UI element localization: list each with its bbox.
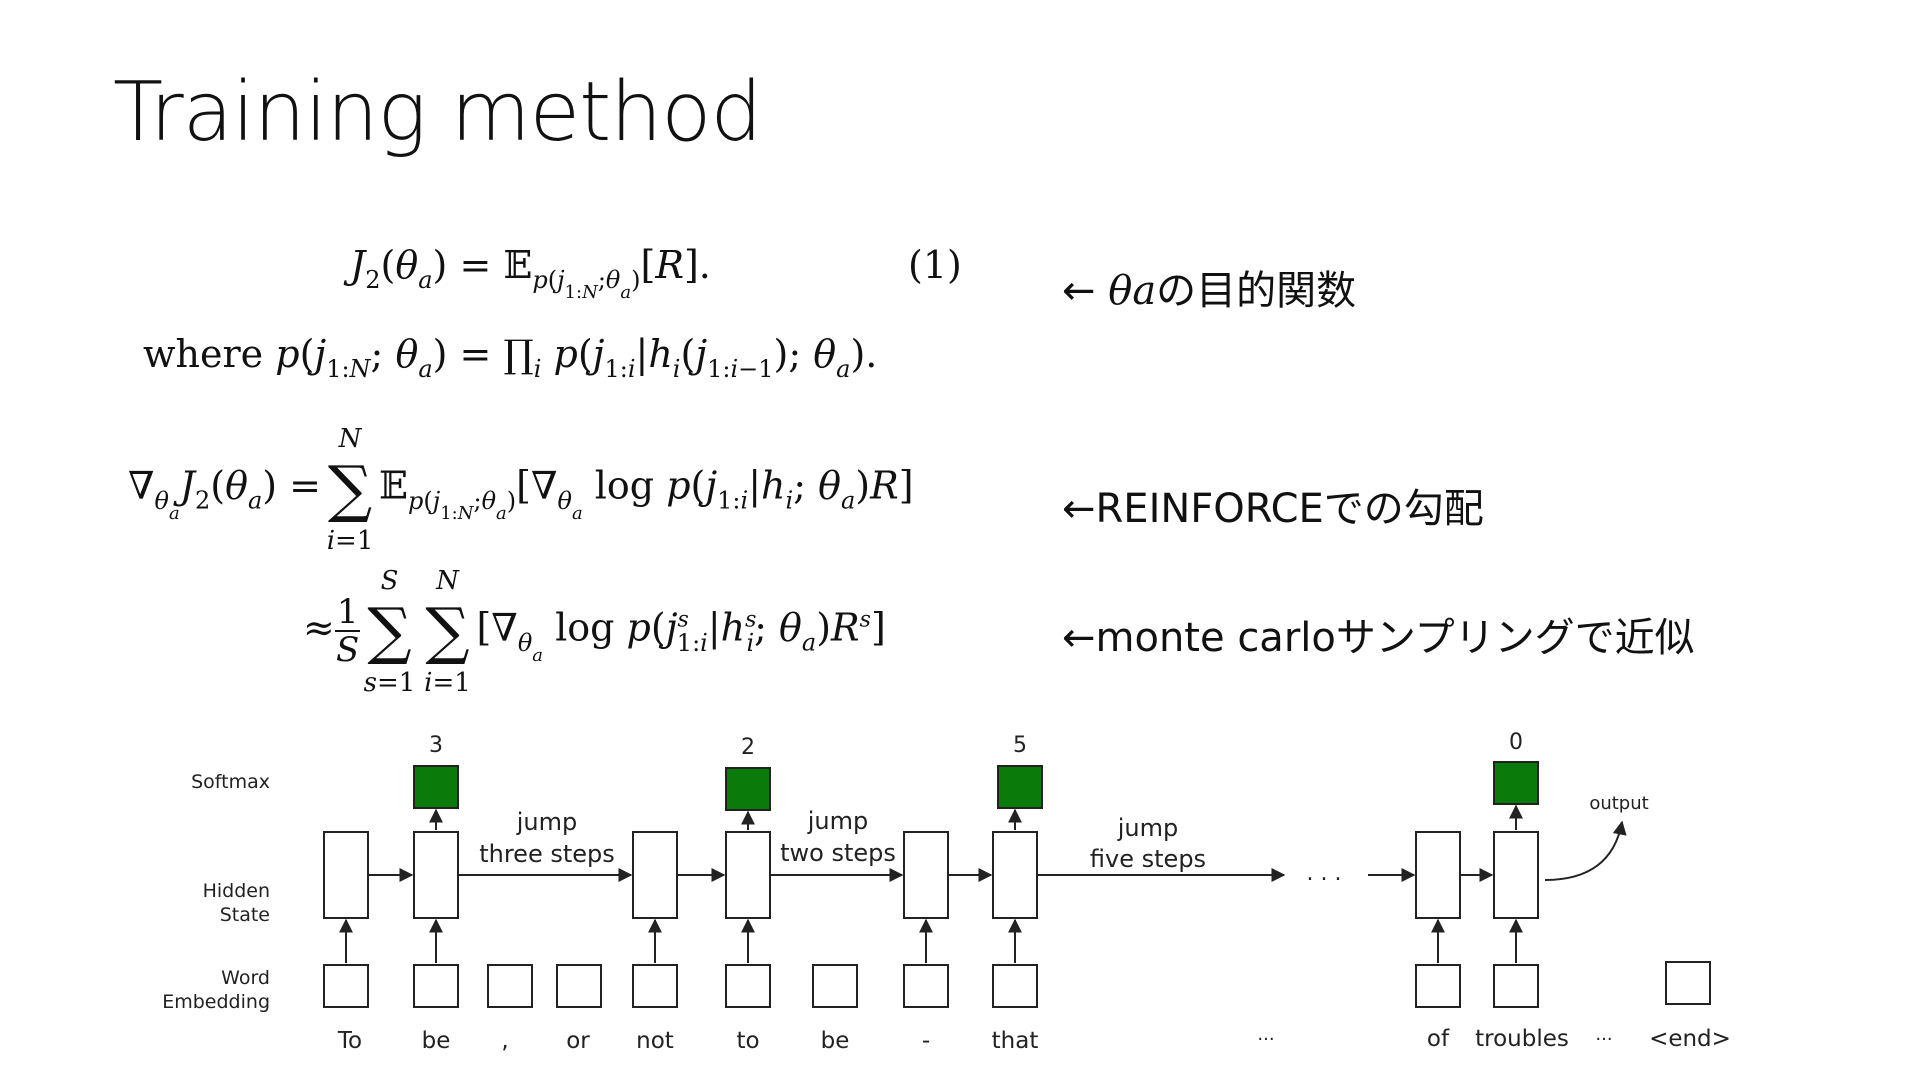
- softmax-box: [725, 767, 771, 811]
- embedding-cell: [556, 964, 602, 1008]
- softmax-value: 2: [741, 735, 755, 760]
- row-label-word: Word: [221, 967, 270, 989]
- row-label-state: State: [220, 904, 270, 926]
- softmax-value: 3: [429, 733, 443, 758]
- jump-label: three steps: [479, 840, 615, 868]
- left-arrow-icon: ←: [1062, 268, 1096, 314]
- word-label: ...: [1257, 1024, 1274, 1045]
- embedding-cell: [413, 964, 459, 1008]
- equation-objective: J2(θa) = 𝔼p(j1:N;θa)[R].: [350, 243, 711, 303]
- word-label: To: [337, 1028, 362, 1054]
- row-label-embedding: Embedding: [162, 991, 270, 1013]
- word-label: -: [922, 1028, 930, 1054]
- softmax-box: [997, 765, 1043, 809]
- softmax-value: 5: [1013, 733, 1027, 758]
- word-label: not: [636, 1028, 674, 1054]
- embedding-cell: [903, 964, 949, 1008]
- hidden-cell: [725, 831, 771, 919]
- output-label: output: [1589, 793, 1648, 814]
- jump-label: jump: [516, 808, 578, 836]
- embedding-cell: [1415, 964, 1461, 1008]
- row-label-softmax: Softmax: [191, 771, 270, 793]
- hidden-cell: [1493, 831, 1539, 919]
- hidden-cell: [413, 831, 459, 919]
- embedding-cell: [632, 964, 678, 1008]
- equation-number: (1): [908, 243, 962, 287]
- word-label: that: [992, 1028, 1039, 1054]
- embedding-cell: [323, 964, 369, 1008]
- hidden-cell: [632, 831, 678, 919]
- softmax-box: [1493, 761, 1539, 805]
- softmax-box: [413, 765, 459, 809]
- word-label: to: [736, 1028, 759, 1054]
- ellipsis-mid: . . .: [1307, 861, 1342, 886]
- word-label: troubles: [1475, 1026, 1569, 1052]
- jump-label: jump: [807, 807, 869, 835]
- word-label: be: [821, 1028, 850, 1054]
- hidden-cell: [1415, 831, 1461, 919]
- note-objective-text: の目的関数: [1156, 268, 1357, 314]
- note-theta-symbol: θa: [1108, 268, 1157, 314]
- jump-label: jump: [1117, 814, 1179, 842]
- embedding-cell: [725, 964, 771, 1008]
- embedding-cell: [812, 964, 858, 1008]
- row-label-hidden: Hidden: [203, 880, 270, 902]
- embedding-cell: [992, 964, 1038, 1008]
- word-label: be: [422, 1028, 451, 1054]
- softmax-value: 0: [1509, 730, 1523, 755]
- output-arrow: [1544, 820, 1627, 881]
- embedding-cell: [1665, 961, 1711, 1005]
- note-monte-carlo: ←monte carloサンプリングで近似: [1062, 615, 1695, 661]
- word-label: ...: [1595, 1024, 1612, 1045]
- equation-policy-definition: where p(j1:N; θa) = ∏i p(j1:i|hi(j1:i−1)…: [143, 332, 878, 383]
- note-objective: ← θaの目的関数: [1062, 258, 1356, 316]
- embedding-cell: [487, 964, 533, 1008]
- hidden-cell: [323, 831, 369, 919]
- jump-label: two steps: [780, 839, 896, 867]
- word-label: <end>: [1649, 1026, 1731, 1052]
- note-reinforce: ←REINFORCEでの勾配: [1062, 486, 1484, 532]
- hidden-cell: [903, 831, 949, 919]
- embedding-cell: [1493, 964, 1539, 1008]
- hidden-cell: [992, 831, 1038, 919]
- word-label: of: [1427, 1026, 1450, 1052]
- slide-title: Training method: [113, 65, 762, 160]
- word-label: ,: [501, 1028, 508, 1054]
- jump-label: five steps: [1090, 845, 1206, 873]
- word-label: or: [566, 1028, 590, 1054]
